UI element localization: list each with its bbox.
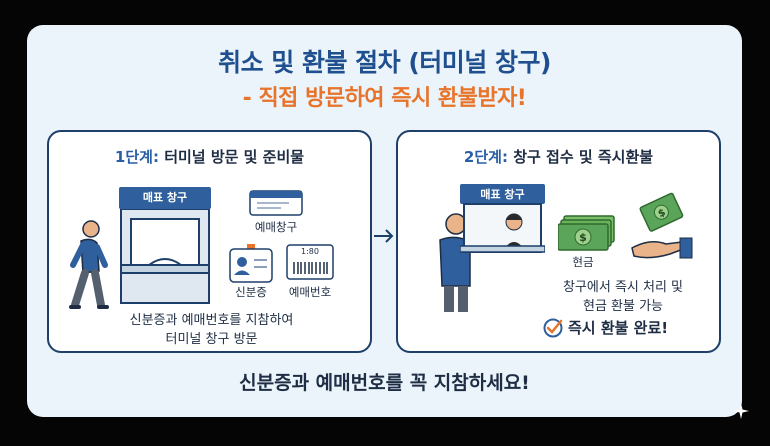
item-label-ticket: 예매창구 <box>254 220 298 234</box>
step-1-caption-line1: 신분증과 예매번호를 지참하여 <box>129 313 294 328</box>
info-card: 취소 및 환불 절차 (터미널 창구) - 직접 방문하여 즉시 환불받자! 1… <box>27 25 749 419</box>
arrow-right-icon <box>374 229 394 243</box>
booth-sign: 매표 창구 <box>142 191 188 204</box>
step-2-panel: 2단계: 창구 접수 및 즉시환불 매표 창구 <box>396 130 721 353</box>
booth-sign-2: 매표 창구 <box>480 188 525 201</box>
svg-text:$: $ <box>579 231 587 244</box>
step-2-title: 2단계: 창구 접수 및 즉시환불 <box>398 146 719 167</box>
step-2-caption: 창구에서 즉시 처리 및 현금 환불 가능 <box>538 278 708 316</box>
refund-complete-label: 즉시 환불 완료! <box>568 319 669 337</box>
check-circle-icon <box>543 318 563 337</box>
cash-icon: $ <box>558 215 615 251</box>
step-1-caption: 신분증과 예매번호를 지참하여 터미널 창구 방문 <box>59 311 364 349</box>
svg-text:$: $ <box>657 207 668 220</box>
ticket-booth-clerk: 매표 창구 <box>460 184 545 254</box>
cash-label: 현금 <box>572 255 594 269</box>
step-1-number: 1단계: <box>114 148 159 166</box>
walking-person-icon <box>69 220 109 309</box>
item-label-id: 신분증 <box>235 285 267 299</box>
hand-money-icon: $ <box>631 192 693 259</box>
ticket-icon <box>249 190 303 216</box>
barcode-code: 1:80 <box>301 247 319 256</box>
step-1-title-text: 터미널 방문 및 준비물 <box>164 148 305 166</box>
step-2-number: 2단계: <box>463 148 508 166</box>
id-card-icon <box>229 244 273 283</box>
refund-complete: 즉시 환불 완료! <box>543 317 668 338</box>
page-title: 취소 및 환불 절차 (터미널 창구) <box>218 48 551 77</box>
step-1-panel: 1단계: 터미널 방문 및 준비물 매표 창구 <box>47 130 372 353</box>
barcode-ticket-icon: 1:80 <box>286 244 334 280</box>
step-2-caption-line2: 현금 환불 가능 <box>582 299 664 314</box>
item-label-reservation: 예매번호 <box>288 285 332 299</box>
step-1-caption-line2: 터미널 창구 방문 <box>165 332 258 347</box>
page-subtitle: - 직접 방문하여 즉시 환불받자! <box>242 86 527 111</box>
sparkle-icon <box>733 403 749 419</box>
ticket-booth: 매표 창구 <box>119 187 211 305</box>
step-1-title: 1단계: 터미널 방문 및 준비물 <box>49 146 370 167</box>
bottom-note: 신분증과 예매번호를 꼭 지참하세요! <box>239 372 530 394</box>
step-2-caption-line1: 창구에서 즉시 처리 및 <box>562 280 684 295</box>
step-2-title-text: 창구 접수 및 즉시환불 <box>513 148 654 166</box>
